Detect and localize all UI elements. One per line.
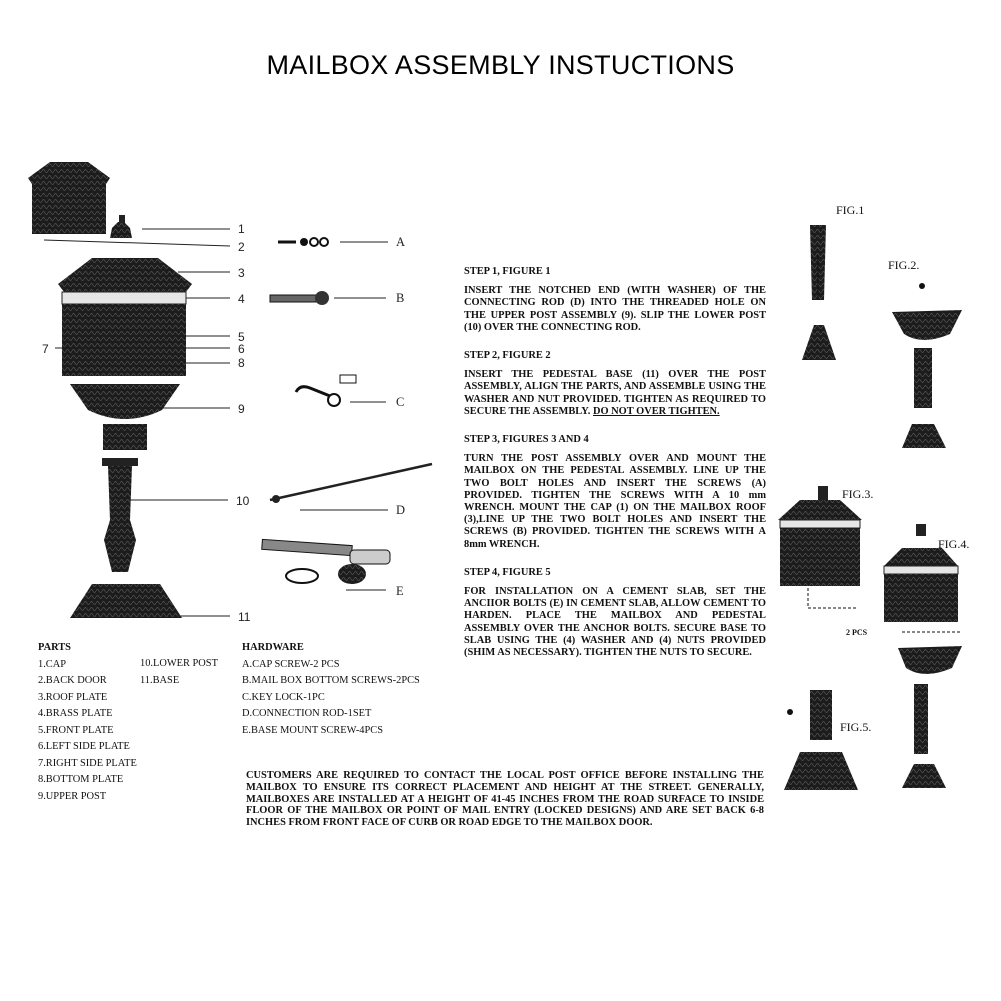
mailbox-body-drawing — [58, 258, 192, 376]
assembly-steps: STEP 1, FIGURE 1 INSERT THE NOTCHED END … — [464, 266, 766, 675]
part-item: 2.BACK DOOR — [38, 675, 107, 686]
callout-11: 11 — [238, 610, 251, 624]
part-item: 10.LOWER POST — [140, 658, 218, 669]
hardware-callout-b: B — [396, 291, 405, 305]
pcs-label: 2 PCS — [846, 628, 868, 637]
callout-7: 7 — [42, 342, 49, 356]
step-3: STEP 3, FIGURES 3 AND 4 TURN THE POST AS… — [464, 434, 766, 551]
upper-post-drawing — [70, 384, 180, 450]
callout-9: 9 — [238, 402, 245, 416]
step-1: STEP 1, FIGURE 1 INSERT THE NOTCHED END … — [464, 266, 766, 334]
hardware-callout-c: C — [396, 395, 405, 409]
hardware-item: B.MAIL BOX BOTTOM SCREWS-2PCS — [242, 675, 420, 686]
back-door-drawing — [28, 162, 110, 234]
part-item: 9.UPPER POST — [38, 790, 107, 802]
hardware-list: HARDWARE A.CAP SCREW-2 PCS B.MAIL BOX BO… — [242, 640, 452, 739]
part-item: 11.BASE — [140, 674, 180, 686]
step-body: TURN THE POST ASSEMBLY OVER AND MOUNT TH… — [464, 453, 766, 550]
part-item: 7.RIGHT SIDE PLATE — [38, 757, 137, 769]
part-item: 5.FRONT PLATE — [38, 724, 114, 736]
step-heading: STEP 1, FIGURE 1 — [464, 266, 551, 277]
callout-8: 8 — [238, 356, 245, 370]
hardware-item: E.BASE MOUNT SCREW-4PCS — [242, 724, 383, 736]
fig1-drawing — [802, 225, 836, 360]
callout-10: 10 — [236, 494, 250, 508]
part-item: 6.LEFT SIDE PLATE — [38, 741, 130, 752]
hardware-heading: HARDWARE — [242, 642, 304, 653]
parts-list-col2: 10.LOWER POST 11.BASE — [140, 656, 236, 689]
fig1-label: FIG.1 — [836, 203, 865, 217]
step-2: STEP 2, FIGURE 2 INSERT THE PEDESTAL BAS… — [464, 350, 766, 418]
parts-heading: PARTS — [38, 642, 71, 653]
fig2-label: FIG.2. — [888, 258, 920, 272]
hardware-item: A.CAP SCREW-2 PCS — [242, 658, 340, 670]
hardware-callout-d: D — [396, 503, 406, 517]
step-heading: STEP 4, FIGURE 5 — [464, 566, 551, 578]
hardware-e-drawing — [261, 538, 391, 591]
callout-5: 5 — [238, 330, 245, 344]
step-warning: DO NOT OVER TIGHTEN. — [593, 405, 720, 417]
fig4-label: FIG.4. — [938, 537, 970, 551]
hardware-callout-e: E — [396, 584, 404, 598]
callout-4: 4 — [238, 292, 245, 306]
lower-post-drawing — [102, 458, 138, 572]
page-title: MAILBOX ASSEMBLY INSTUCTIONS — [266, 50, 735, 80]
part-item: 4.BRASS PLATE — [38, 708, 113, 719]
cap-drawing — [110, 215, 132, 238]
step-body: INSERT THE PEDESTAL BASE (11) OVER THE P… — [464, 369, 766, 417]
step-body: INSERT THE NOTCHED END (WITH WASHER) OF … — [464, 285, 766, 333]
fig3-label: FIG.3. — [842, 487, 874, 501]
step-body: FOR INSTALLATION ON A CEMENT SLAB, SET T… — [464, 586, 766, 659]
callout-1: 1 — [238, 222, 245, 236]
hardware-b-drawing — [269, 291, 386, 305]
step-heading: STEP 3, FIGURES 3 AND 4 — [464, 434, 589, 446]
hardware-c-drawing — [294, 374, 386, 407]
fig3-drawing — [778, 486, 862, 609]
part-item: 3.ROOF PLATE — [38, 691, 108, 703]
callout-6: 6 — [238, 342, 245, 356]
installation-notice: CUSTOMERS ARE REQUIRED TO CONTACT THE LO… — [246, 770, 764, 829]
hardware-item: C.KEY LOCK-1PC — [242, 691, 325, 703]
fig4-drawing — [883, 524, 962, 788]
parts-list: PARTS 1.CAP 2.BACK DOOR 3.ROOF PLATE 4.B… — [38, 640, 138, 805]
step-4: STEP 4, FIGURE 5 FOR INSTALLATION ON A C… — [464, 567, 766, 659]
base-drawing — [70, 584, 182, 618]
hardware-d-drawing — [269, 462, 433, 511]
fig5-label: FIG.5. — [840, 720, 872, 734]
fig2-drawing — [892, 283, 962, 448]
part-item: 1.CAP — [38, 658, 67, 670]
leader-lines — [43, 228, 231, 617]
hardware-callout-a: A — [396, 235, 406, 249]
fig5-drawing — [784, 690, 858, 790]
hardware-a-drawing — [278, 237, 388, 247]
callout-3: 3 — [238, 266, 245, 280]
step-heading: STEP 2, FIGURE 2 — [464, 350, 551, 362]
hardware-item: D.CONNECTION ROD-1SET — [242, 708, 372, 719]
callout-2: 2 — [238, 240, 245, 254]
part-item: 8.BOTTOM PLATE — [38, 774, 124, 785]
